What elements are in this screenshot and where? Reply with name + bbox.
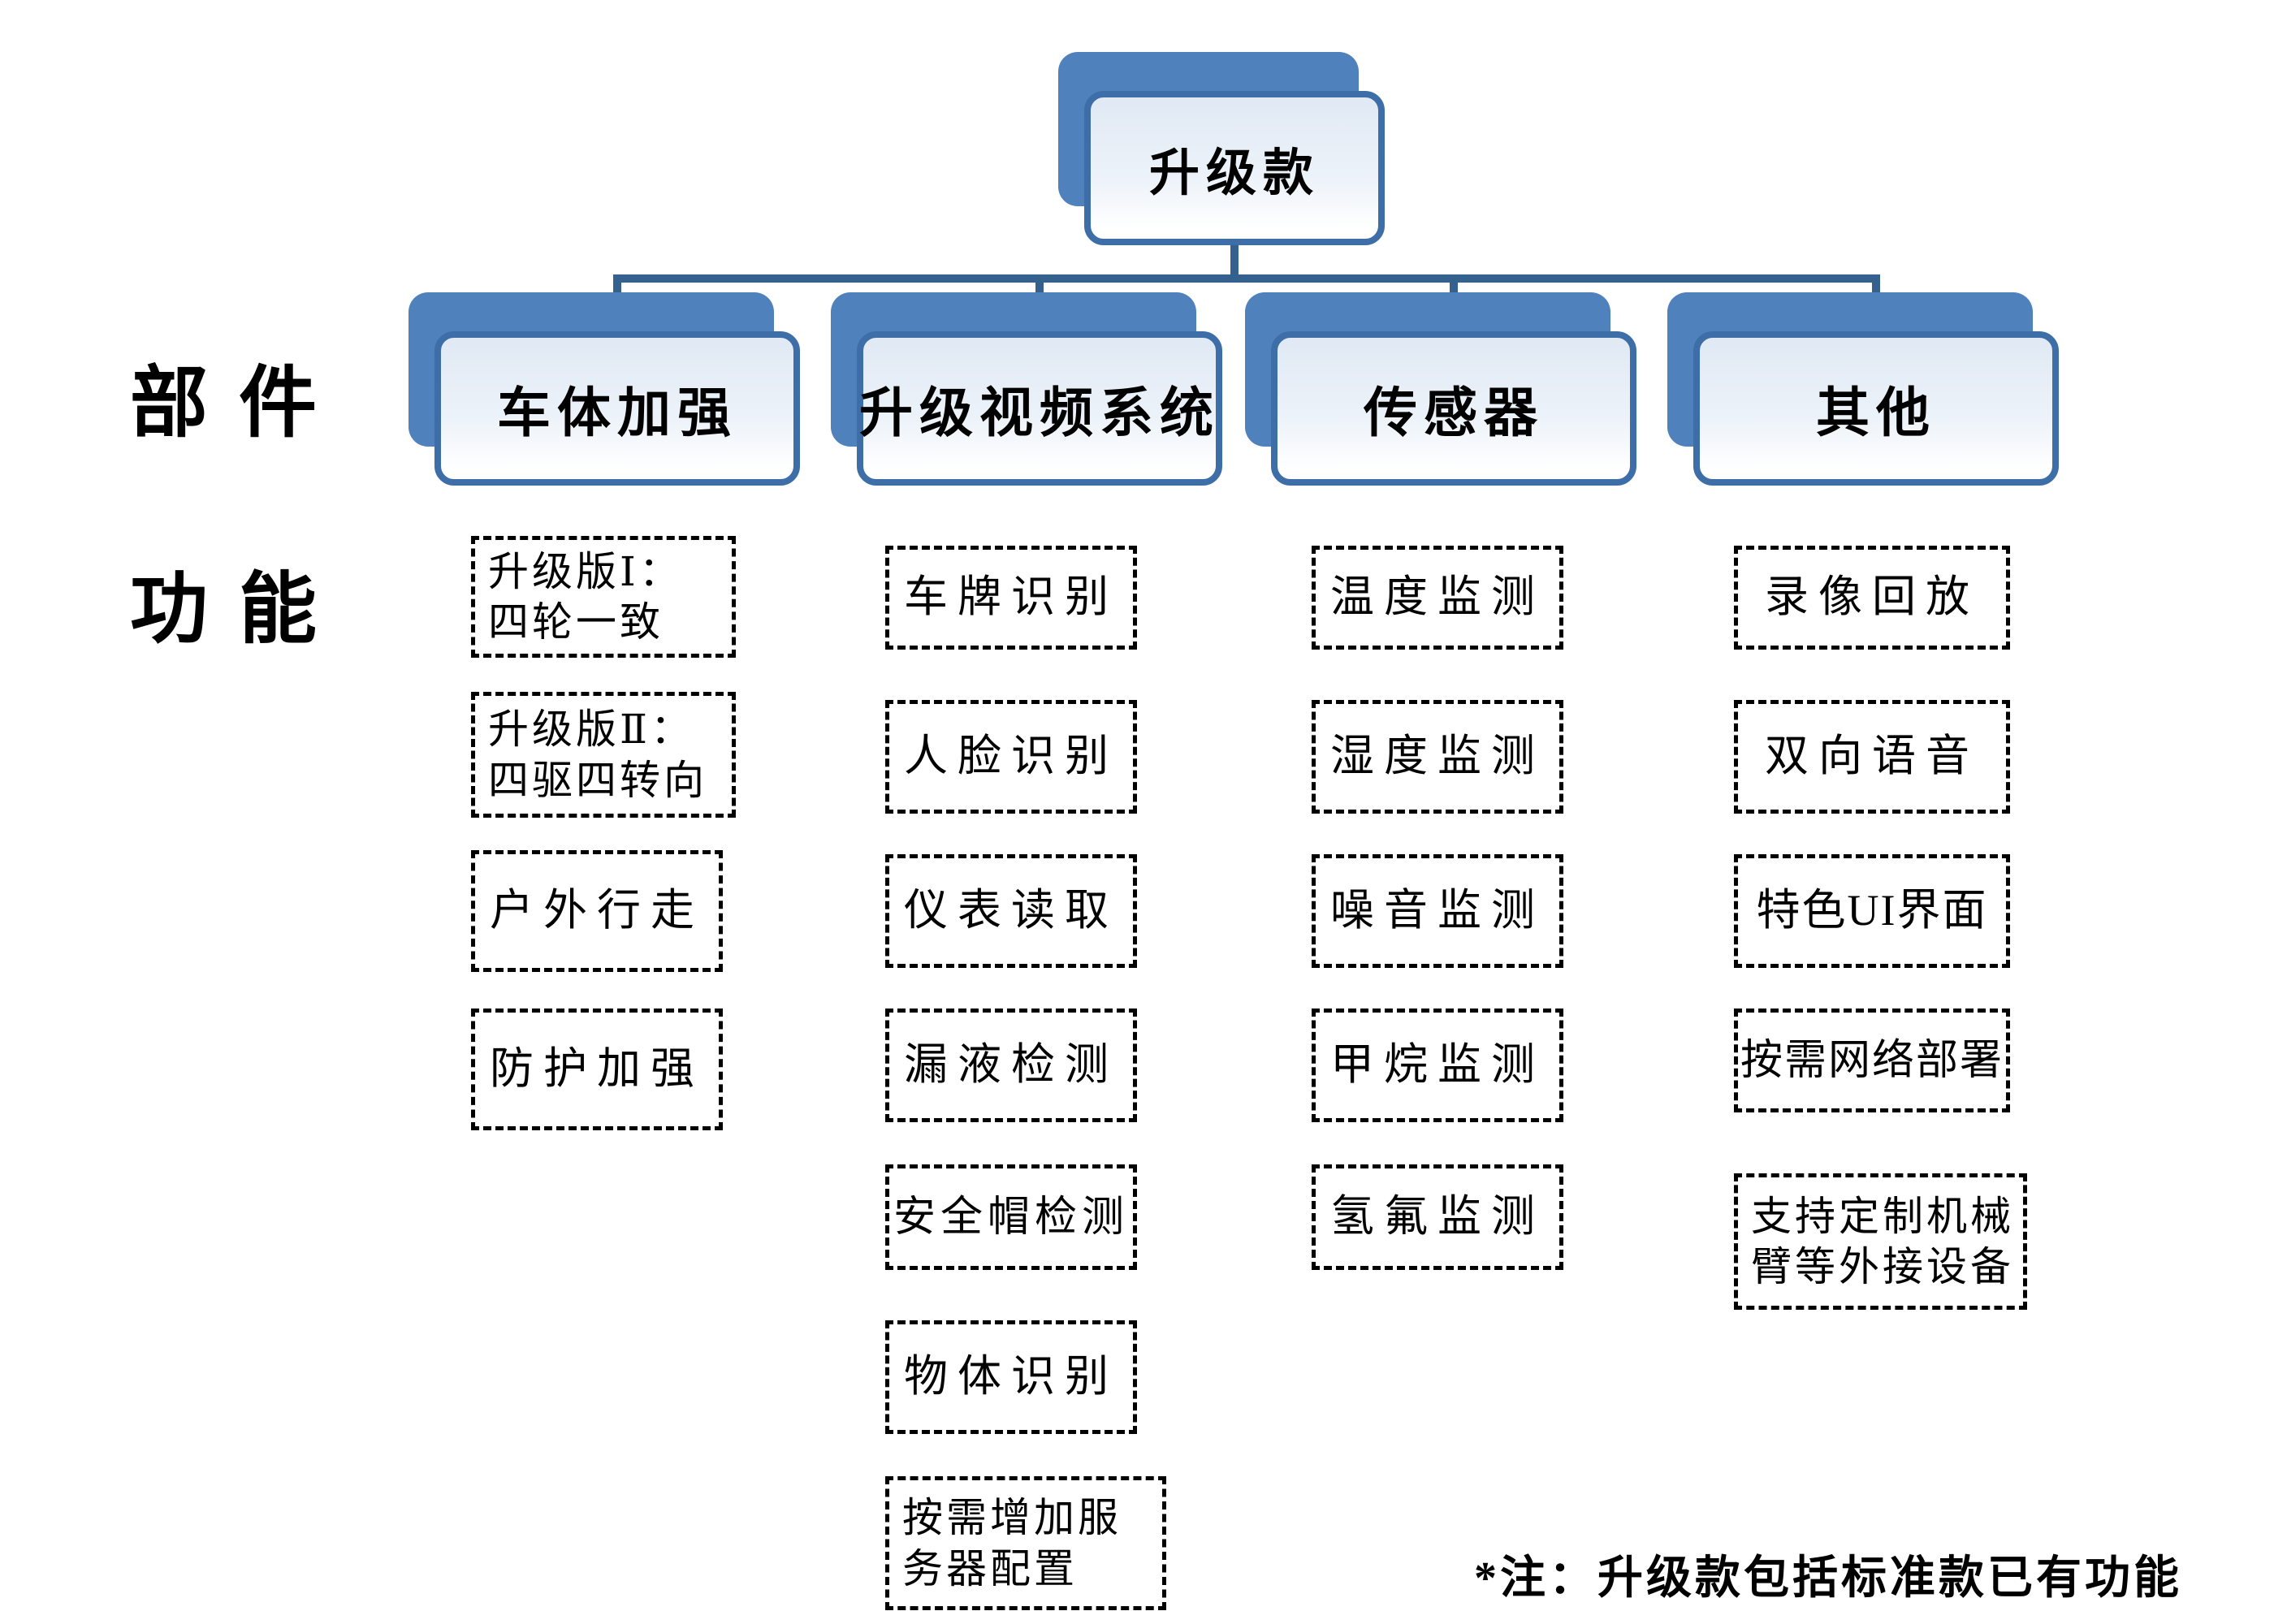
branch-label: 其他 (1816, 384, 1936, 443)
feature-label: 噪音监测 (1330, 886, 1545, 935)
feature-box: 仪表读取 (885, 854, 1137, 968)
feature-box: 甲烷监测 (1312, 1009, 1563, 1122)
feature-label: 支持定制机械 臂等外接设备 (1751, 1193, 2014, 1290)
feature-label: 按需增加服 务器配置 (902, 1495, 1122, 1592)
branch-label: 车体加强 (497, 384, 737, 443)
feature-label: 防护加强 (490, 1044, 704, 1094)
connector-root-stub (1230, 242, 1239, 279)
feature-box: 物体识别 (885, 1320, 1137, 1434)
feature-box: 升级版Ⅰ： 四轮一致 (471, 536, 736, 658)
feature-label: 升级版Ⅱ： 四驱四转向 (488, 706, 707, 803)
feature-label: 特色UI界面 (1756, 886, 1988, 935)
branch-label: 传感器 (1364, 384, 1544, 443)
feature-box: 温度监测 (1312, 546, 1563, 650)
root-node: 升级款 (1058, 52, 1385, 245)
feature-label: 氢氟监测 (1330, 1192, 1545, 1242)
row-label-functions: 功能 (130, 566, 348, 653)
feature-label: 双向语音 (1765, 732, 1979, 781)
feature-label: 按需网络部署 (1740, 1037, 2004, 1084)
connector-bus (613, 274, 1880, 283)
branch-node-box: 车体加强 (434, 331, 800, 486)
branch-node-box: 其他 (1693, 331, 2059, 486)
feature-box: 升级版Ⅱ： 四驱四转向 (471, 692, 736, 818)
feature-box: 噪音监测 (1312, 854, 1563, 968)
feature-label: 车牌识别 (904, 572, 1118, 622)
footnote: *注：升级款包括标准款已有功能 (1474, 1553, 2182, 1604)
feature-label: 安全帽检测 (893, 1194, 1129, 1241)
root-node-label: 升级款 (1148, 146, 1320, 201)
feature-box: 录像回放 (1734, 546, 2010, 650)
feature-label: 仪表读取 (904, 886, 1118, 935)
feature-label: 人脸识别 (904, 732, 1118, 781)
feature-box: 车牌识别 (885, 546, 1137, 650)
branch-node-body: 车体加强 (409, 292, 800, 486)
feature-box: 安全帽检测 (885, 1164, 1137, 1270)
feature-label: 户外行走 (490, 886, 704, 935)
branch-node-box: 升级视频系统 (857, 331, 1222, 486)
feature-label: 漏液检测 (904, 1040, 1118, 1090)
feature-label: 温度监测 (1330, 572, 1545, 622)
branch-label: 升级视频系统 (859, 384, 1220, 443)
branch-node-sensor: 传感器 (1245, 292, 1636, 486)
feature-box: 按需网络部署 (1734, 1009, 2010, 1112)
root-node-box: 升级款 (1084, 91, 1385, 245)
feature-box: 漏液检测 (885, 1009, 1137, 1122)
feature-box: 按需增加服 务器配置 (885, 1476, 1166, 1610)
feature-label: 甲烷监测 (1330, 1040, 1545, 1090)
feature-label: 升级版Ⅰ： 四轮一致 (488, 548, 683, 646)
branch-node-box: 传感器 (1271, 331, 1636, 486)
feature-box: 氢氟监测 (1312, 1164, 1563, 1270)
row-label-components: 部件 (130, 360, 348, 447)
feature-box: 支持定制机械 臂等外接设备 (1734, 1173, 2027, 1310)
feature-box: 双向语音 (1734, 700, 2010, 814)
branch-node-video: 升级视频系统 (831, 292, 1222, 486)
feature-box: 湿度监测 (1312, 700, 1563, 814)
feature-box: 户外行走 (471, 850, 723, 972)
feature-label: 物体识别 (904, 1352, 1118, 1402)
feature-label: 录像回放 (1765, 572, 1979, 622)
feature-box: 人脸识别 (885, 700, 1137, 814)
feature-label: 湿度监测 (1330, 732, 1545, 781)
feature-box: 特色UI界面 (1734, 854, 2010, 968)
branch-node-other: 其他 (1667, 292, 2059, 486)
feature-box: 防护加强 (471, 1009, 723, 1130)
